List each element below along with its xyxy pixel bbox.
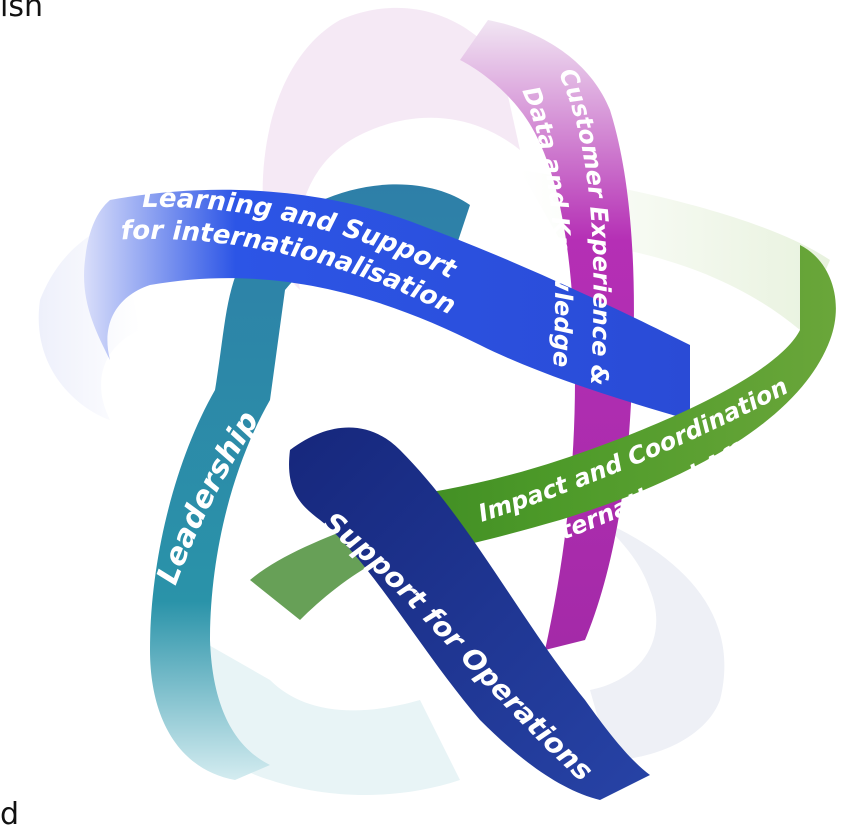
cropped-text-top-left: ish xyxy=(0,0,43,24)
cropped-text-bottom-left: d xyxy=(0,797,20,832)
